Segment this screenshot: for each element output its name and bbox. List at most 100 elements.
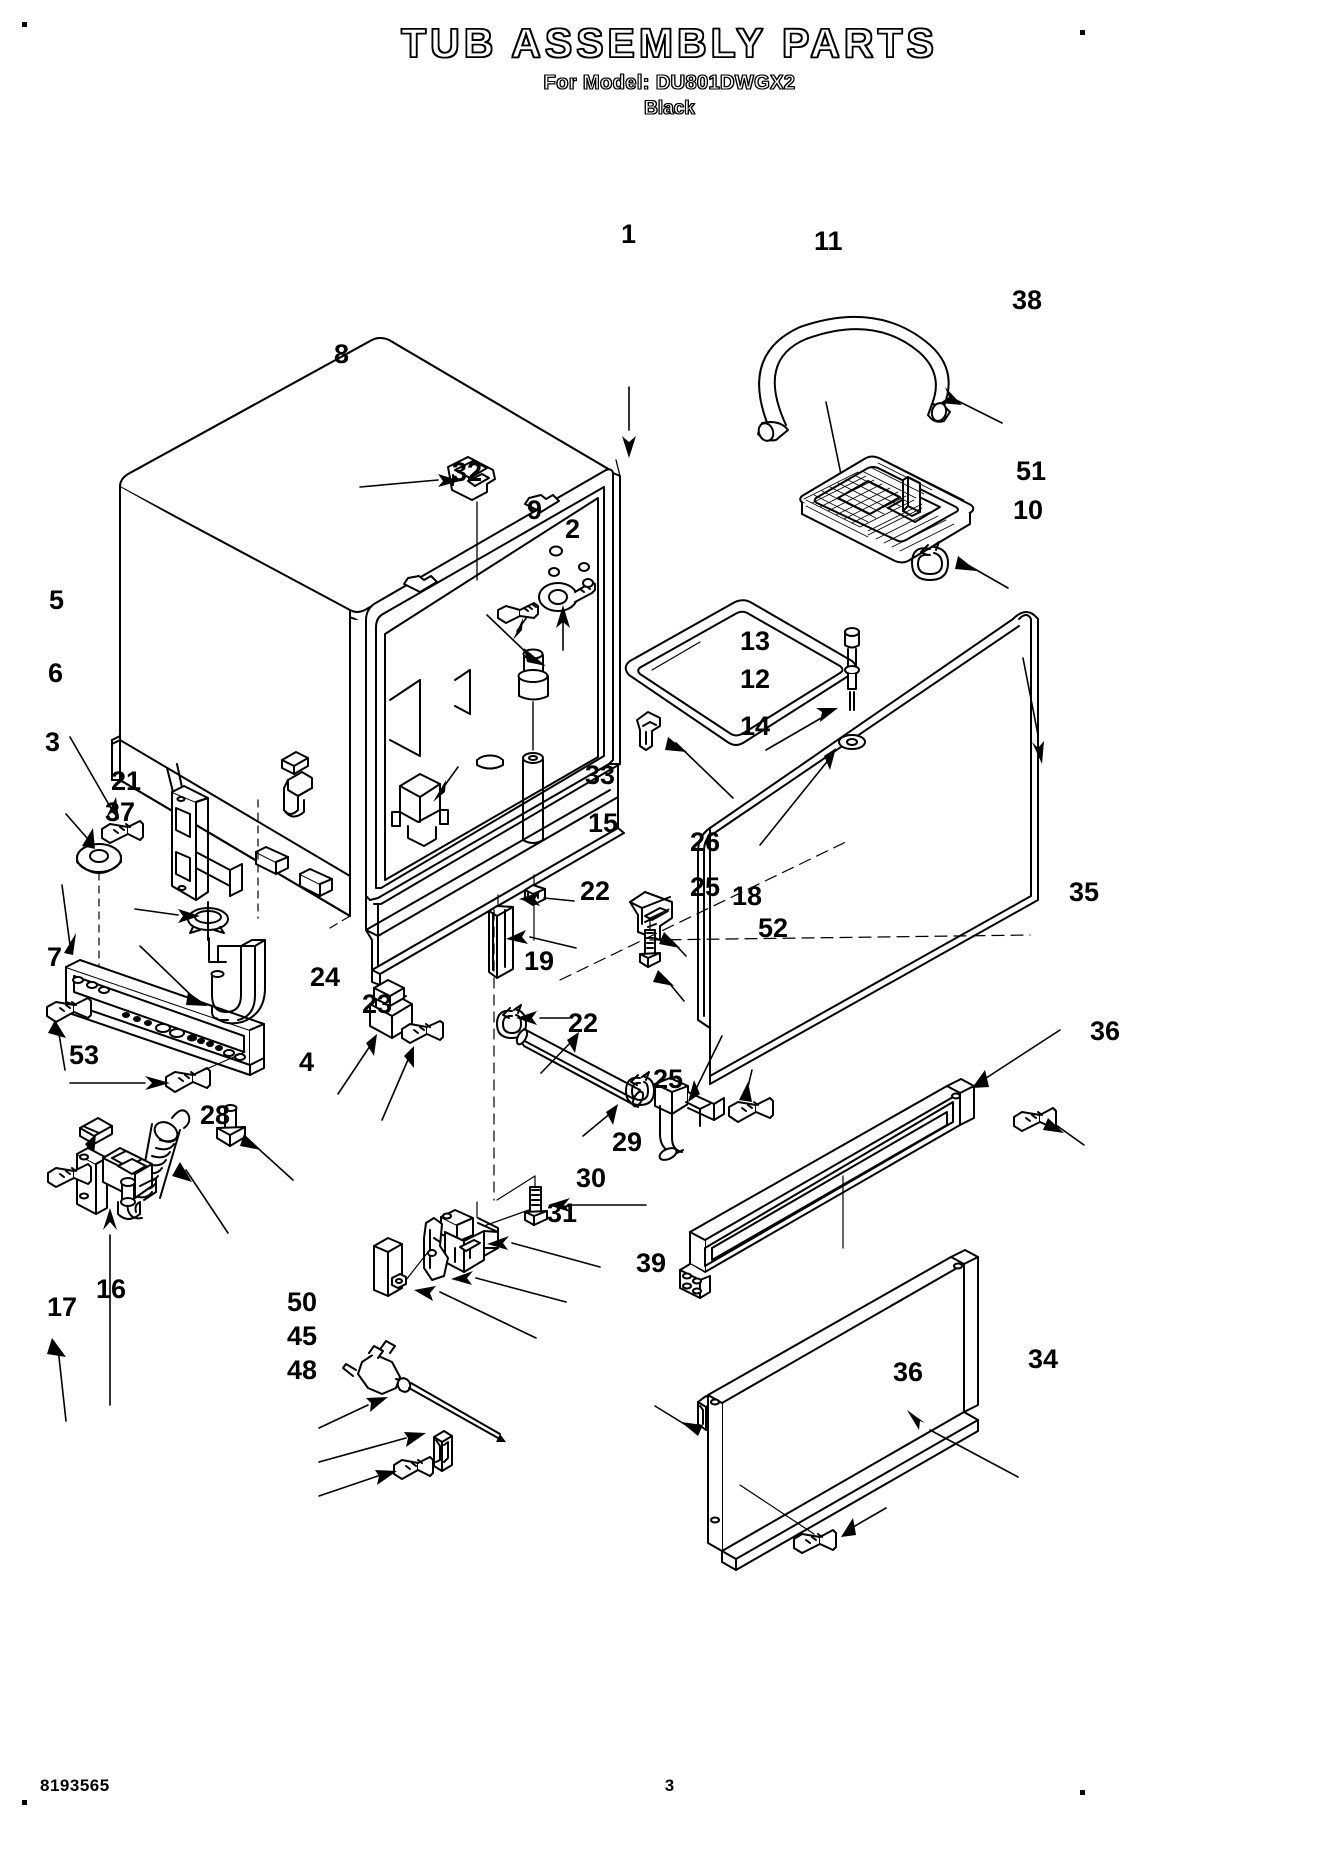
registration-mark-tl [22, 22, 27, 27]
part-38-filter-screen [799, 455, 975, 564]
leader-19 [540, 1039, 574, 1074]
leader-5 [69, 736, 113, 811]
leader-17 [57, 1347, 67, 1422]
callout-fill-hose: 19 [524, 946, 555, 976]
tub-base-supports [255, 846, 333, 897]
callout-spacer-sleeve: 15 [588, 808, 619, 838]
part-2-grommet [538, 581, 596, 612]
callout-heater-washer-nut: 14 [740, 711, 771, 741]
callout-panel-clip: 39 [636, 1248, 667, 1278]
part-5-screw [101, 820, 144, 844]
registration-mark-tr [1080, 30, 1085, 35]
callout-latch-cover-plate: 31 [547, 1198, 578, 1228]
leader-33 [543, 897, 575, 902]
tub-top-clips [403, 494, 560, 593]
exploded-parts-drawing [0, 140, 1339, 1760]
callout-screw-panel-upper: 36 [1090, 1016, 1121, 1046]
callout-filter-screen-cover: 38 [1012, 285, 1043, 315]
callout-access-panel-upper: 35 [1069, 877, 1100, 907]
callout-screw-bracket: 7 [47, 942, 63, 972]
part-35-access-panel-upper [679, 1078, 975, 1299]
callout-pump-motor-assembly: 16 [96, 1274, 127, 1304]
callout-screw-pump-motor: 17 [47, 1292, 78, 1322]
leader-48 [318, 1475, 379, 1497]
callout-mounting-bracket-front: 3 [45, 727, 61, 757]
tub-face-holes [548, 545, 594, 588]
callout-latch-lever: 30 [576, 1163, 607, 1193]
callout-drain-hose: 11 [814, 226, 843, 256]
callout-latch-strike: 26 [690, 827, 721, 857]
part-50-power-cord [342, 1340, 506, 1442]
leader-34 [929, 1429, 1019, 1478]
callout-washer-leveling: 6 [48, 658, 64, 688]
callout-cord-strain-relief: 45 [287, 1321, 318, 1351]
tub-base-rail [365, 763, 625, 986]
part-7-screws [46, 997, 246, 1093]
leader-10 [1022, 657, 1039, 736]
leader-3 [61, 884, 71, 946]
callout-screw-leveling-leg: 5 [49, 585, 65, 615]
part-3-mounting-bracket [65, 959, 265, 1076]
part-52-screw [728, 1097, 774, 1123]
callout-tub-grommet: 2 [565, 514, 581, 544]
callout-float-switch: 24 [310, 962, 341, 992]
registration-mark-bl [22, 1800, 27, 1805]
part-30-latch-lever [423, 1217, 449, 1281]
callout-water-feed-tube: 32 [452, 457, 483, 487]
diagram-header: TUB ASSEMBLY PARTS For Model: DU801DWGX2… [0, 20, 1339, 120]
callout-screw-strain-relief: 48 [287, 1355, 318, 1385]
leader-45 [318, 1437, 407, 1463]
callout-screw-float-switch: 23 [362, 989, 393, 1019]
callout-access-panel-lower: 34 [1028, 1344, 1059, 1374]
part-48-screw [393, 1456, 434, 1480]
part-33-hex-nut [524, 874, 546, 941]
leader-23 [381, 1054, 411, 1121]
leader-13 [765, 716, 824, 751]
leader-31 [439, 1291, 537, 1339]
part-10-door-seal-frame [697, 611, 1039, 1085]
callout-hose-spring-clamp-lower: 22 [568, 1008, 599, 1038]
leader-8 [359, 479, 439, 488]
part-25-screw-b [496, 1175, 548, 1226]
leader-14 [759, 757, 831, 846]
part-24-float-switch [369, 979, 413, 1039]
callout-power-cord: 50 [287, 1287, 318, 1317]
leader-38 [951, 397, 1003, 424]
leader-24 [337, 1042, 373, 1095]
leader-29 [511, 1242, 601, 1268]
leader-18 [693, 1035, 723, 1094]
leader-11 [825, 401, 844, 485]
tub-right-support-bracket [281, 751, 313, 818]
part-11-drain-hose [757, 315, 951, 442]
page-title: TUB ASSEMBLY PARTS [400, 20, 938, 66]
leader-35 [979, 1029, 1061, 1083]
callout-heater-element: 13 [740, 626, 771, 656]
leader-15 [529, 936, 577, 949]
model-subtitle: For Model: DU801DWGX2 [543, 71, 796, 95]
part-12-push-clip [636, 711, 661, 751]
footer-part-number: 8193565 [40, 1776, 110, 1795]
registration-mark-br [1080, 1790, 1085, 1795]
callout-hose-clamp: 51 [1016, 456, 1047, 486]
part-34-access-panel-lower [707, 1249, 979, 1571]
callout-tub-door-gasket-channel: 1 [621, 219, 637, 249]
callout-outlet-bracket: 52 [758, 913, 789, 943]
part-4-leveling-leg [216, 1104, 246, 1147]
leader-12 [675, 742, 734, 799]
callout-drain-pump-outlet: 18 [732, 881, 763, 911]
leader-22b [582, 1111, 613, 1137]
callout-hose-spring-clamp-upper: 22 [580, 876, 611, 906]
part-22-clamp-lower [625, 1071, 655, 1106]
part-23-screw [401, 1020, 444, 1044]
part-31-latch-cover [373, 1237, 429, 1297]
callout-retainer-clip: 21 [111, 766, 142, 796]
callout-hex-nut: 33 [585, 760, 616, 790]
leader-36a [1055, 1124, 1085, 1146]
part-37-vent-duct [208, 937, 266, 1025]
leader-28 [185, 1169, 229, 1234]
part-53-insulation-strip [79, 1117, 113, 1145]
leader-30 [475, 1277, 567, 1303]
callout-door-spring: 28 [200, 1100, 231, 1130]
part-9-screw [497, 602, 539, 624]
part-6-washer [76, 843, 122, 874]
